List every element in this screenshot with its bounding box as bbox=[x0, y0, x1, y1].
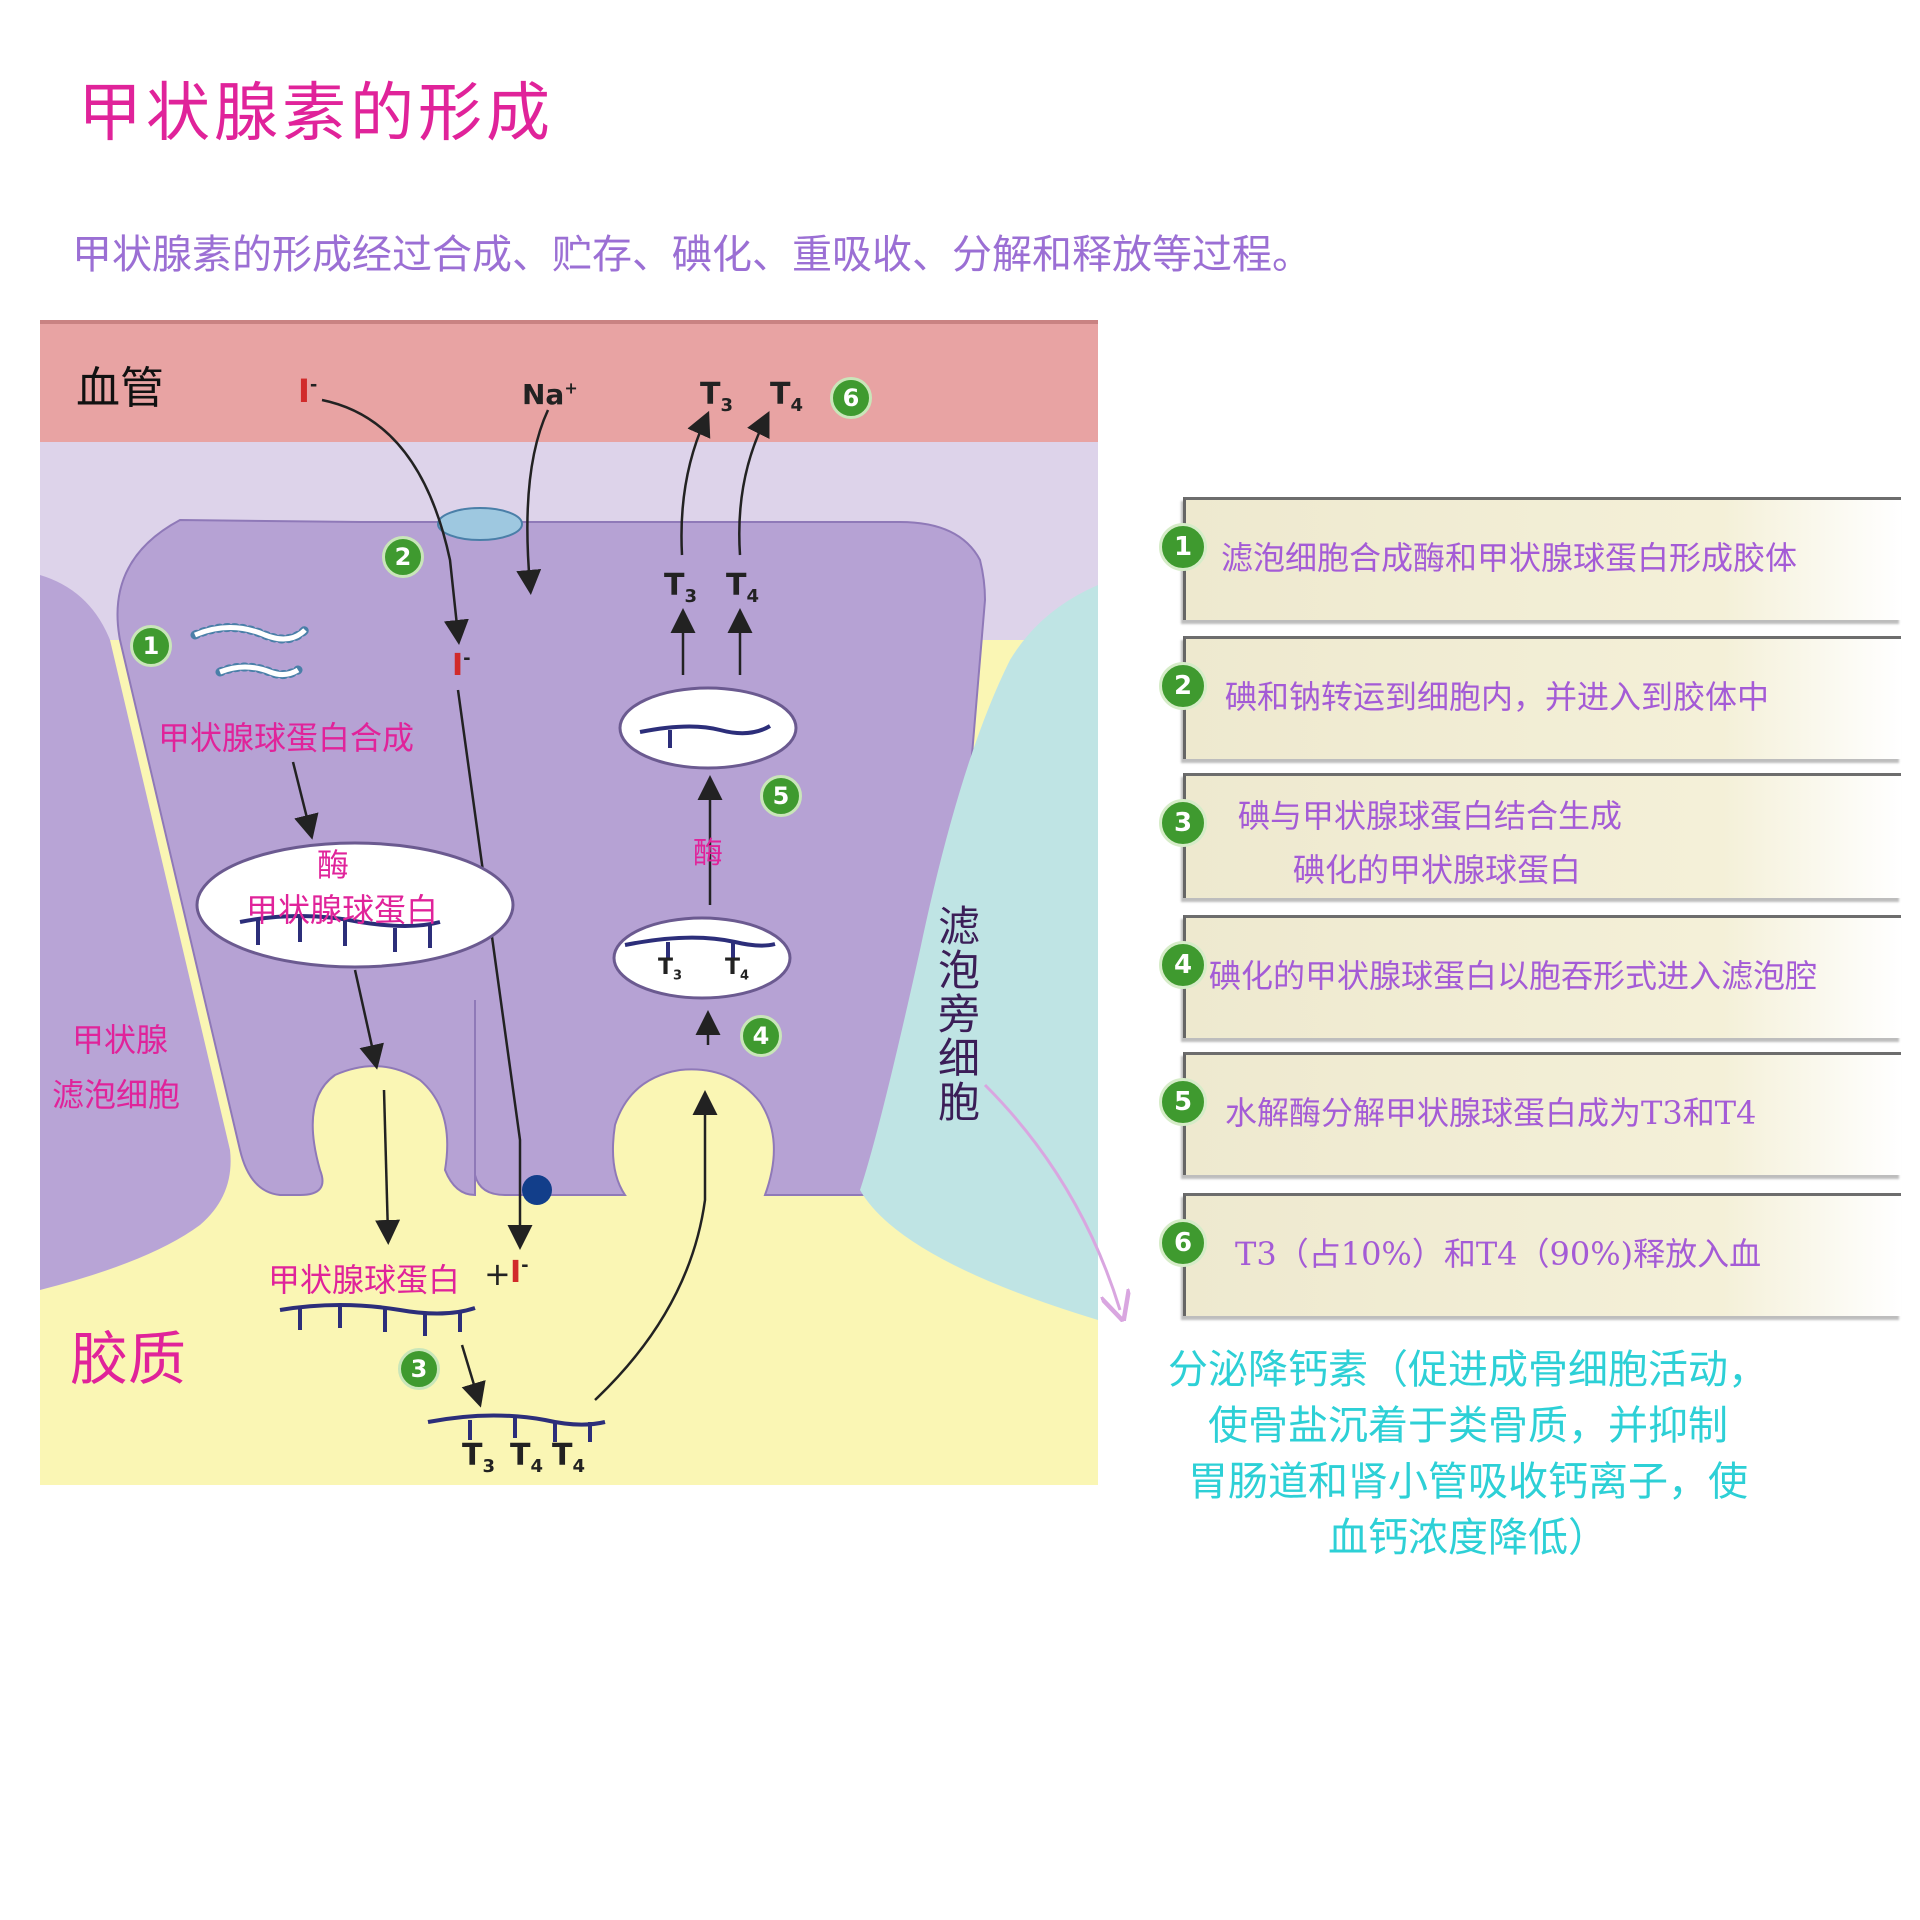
step-1: 1 滤泡细胞合成酶和甲状腺球蛋白形成胶体 bbox=[1159, 497, 1901, 620]
step-1-badge: 1 bbox=[1159, 523, 1207, 571]
calcitonin-line-3: 胃肠道和肾小管吸收钙离子，使 bbox=[1188, 1459, 1748, 1505]
step-5-text: 水解酶分解甲状腺球蛋白成为T3和T4 bbox=[1225, 1094, 1757, 1132]
page-title: 甲状腺素的形成 bbox=[78, 77, 554, 151]
diagram-badge-5: 5 bbox=[760, 775, 802, 817]
diagram-badge-4: 4 bbox=[740, 1015, 782, 1057]
iodide-blood: I- bbox=[298, 372, 318, 410]
t4-cell: T4 bbox=[726, 568, 759, 607]
enzyme-label-hydrolysis: 酶 bbox=[693, 836, 723, 871]
follicular-cell-label-line1: 甲状腺 bbox=[72, 1021, 169, 1059]
colloid-plus-sign: + bbox=[484, 1255, 511, 1293]
thyroglobulin-synthesis-label: 甲状腺球蛋白合成 bbox=[158, 719, 415, 757]
t4-vesicle: T4 bbox=[725, 955, 750, 984]
step-4-text: 碘化的甲状腺球蛋白以胞吞形式进入滤泡腔 bbox=[1209, 957, 1818, 995]
diagram-badge-6: 6 bbox=[830, 377, 872, 419]
t3-blood: T3 bbox=[700, 377, 733, 416]
step-3-badge: 3 bbox=[1159, 799, 1207, 847]
thyroglobulin-label: 甲状腺球蛋白 bbox=[246, 891, 439, 929]
step-4-badge: 4 bbox=[1159, 941, 1207, 989]
step-6: 6 T3（占10%）和T4（90%)释放入血 bbox=[1159, 1193, 1901, 1316]
calcitonin-line-4: 血钙浓度降低） bbox=[1328, 1515, 1608, 1561]
step-2-badge: 2 bbox=[1159, 662, 1207, 710]
t4-colloid-b: T4 bbox=[552, 1438, 585, 1477]
apical-pump bbox=[522, 1175, 552, 1205]
iodide-cell: I- bbox=[452, 648, 471, 683]
iodide-colloid: I- bbox=[510, 1255, 529, 1290]
left-neighbor-cell bbox=[40, 575, 231, 1290]
calcitonin-line-1: 分泌降钙素（促进成骨细胞活动， bbox=[1168, 1347, 1768, 1393]
colloid-label: 胶质 bbox=[70, 1325, 187, 1393]
parafollicular-label: 滤泡旁细胞 bbox=[938, 902, 981, 1127]
colloid-thyroglobulin-label: 甲状腺球蛋白 bbox=[268, 1261, 461, 1299]
follicular-cell-label-line2: 滤泡细胞 bbox=[52, 1076, 181, 1114]
thyroglobulin-chain bbox=[239, 914, 441, 952]
sodium-ion: Na+ bbox=[522, 378, 578, 411]
calcitonin-description: 分泌降钙素（促进成骨细胞活动， 使骨盐沉着于类骨质，并抑制 胃肠道和肾小管吸收钙… bbox=[1108, 1342, 1828, 1566]
diagram-badge-1: 1 bbox=[130, 625, 172, 667]
follicular-cell bbox=[116, 518, 987, 1197]
step-6-badge: 6 bbox=[1159, 1219, 1207, 1267]
ribosome-strands bbox=[190, 623, 310, 680]
t3-vesicle: T3 bbox=[658, 955, 683, 984]
t3-colloid: T3 bbox=[462, 1438, 495, 1477]
blood-vessel-band bbox=[40, 320, 1098, 442]
step-4: 4 碘化的甲状腺球蛋白以胞吞形式进入滤泡腔 bbox=[1159, 915, 1901, 1038]
endocytic-vesicle bbox=[612, 916, 792, 1000]
thyroglobulin-vesicle bbox=[195, 841, 515, 969]
diagram-badge-3: 3 bbox=[398, 1348, 440, 1390]
step-5-badge: 5 bbox=[1159, 1078, 1207, 1126]
t4-blood: T4 bbox=[770, 377, 803, 416]
step-3-text-line1: 碘与甲状腺球蛋白结合生成 bbox=[1238, 797, 1623, 835]
step-6-text: T3（占10%）和T4（90%)释放入血 bbox=[1235, 1235, 1762, 1273]
step-2-text: 碘和钠转运到细胞内，并进入到胶体中 bbox=[1225, 678, 1770, 716]
t3-cell: T3 bbox=[664, 568, 697, 607]
blood-vessel-label: 血管 bbox=[76, 363, 164, 414]
step-1-text: 滤泡细胞合成酶和甲状腺球蛋白形成胶体 bbox=[1221, 539, 1798, 577]
membrane-transporter bbox=[437, 507, 523, 541]
parafollicular-cell bbox=[860, 585, 1098, 1320]
enzyme-label: 酶 bbox=[317, 846, 350, 884]
calcitonin-line-2: 使骨盐沉着于类骨质，并抑制 bbox=[1208, 1403, 1728, 1449]
step-2: 2 碘和钠转运到细胞内，并进入到胶体中 bbox=[1159, 636, 1901, 759]
page-subtitle: 甲状腺素的形成经过合成、贮存、碘化、重吸收、分解和释放等过程。 bbox=[72, 232, 1312, 278]
t4-colloid-a: T4 bbox=[510, 1438, 543, 1477]
step-5: 5 水解酶分解甲状腺球蛋白成为T3和T4 bbox=[1159, 1052, 1901, 1175]
diagram-badge-2: 2 bbox=[382, 536, 424, 578]
step-3: 3 碘与甲状腺球蛋白结合生成 碘化的甲状腺球蛋白 bbox=[1159, 773, 1901, 898]
step-3-text-line2: 碘化的甲状腺球蛋白 bbox=[1293, 851, 1582, 889]
